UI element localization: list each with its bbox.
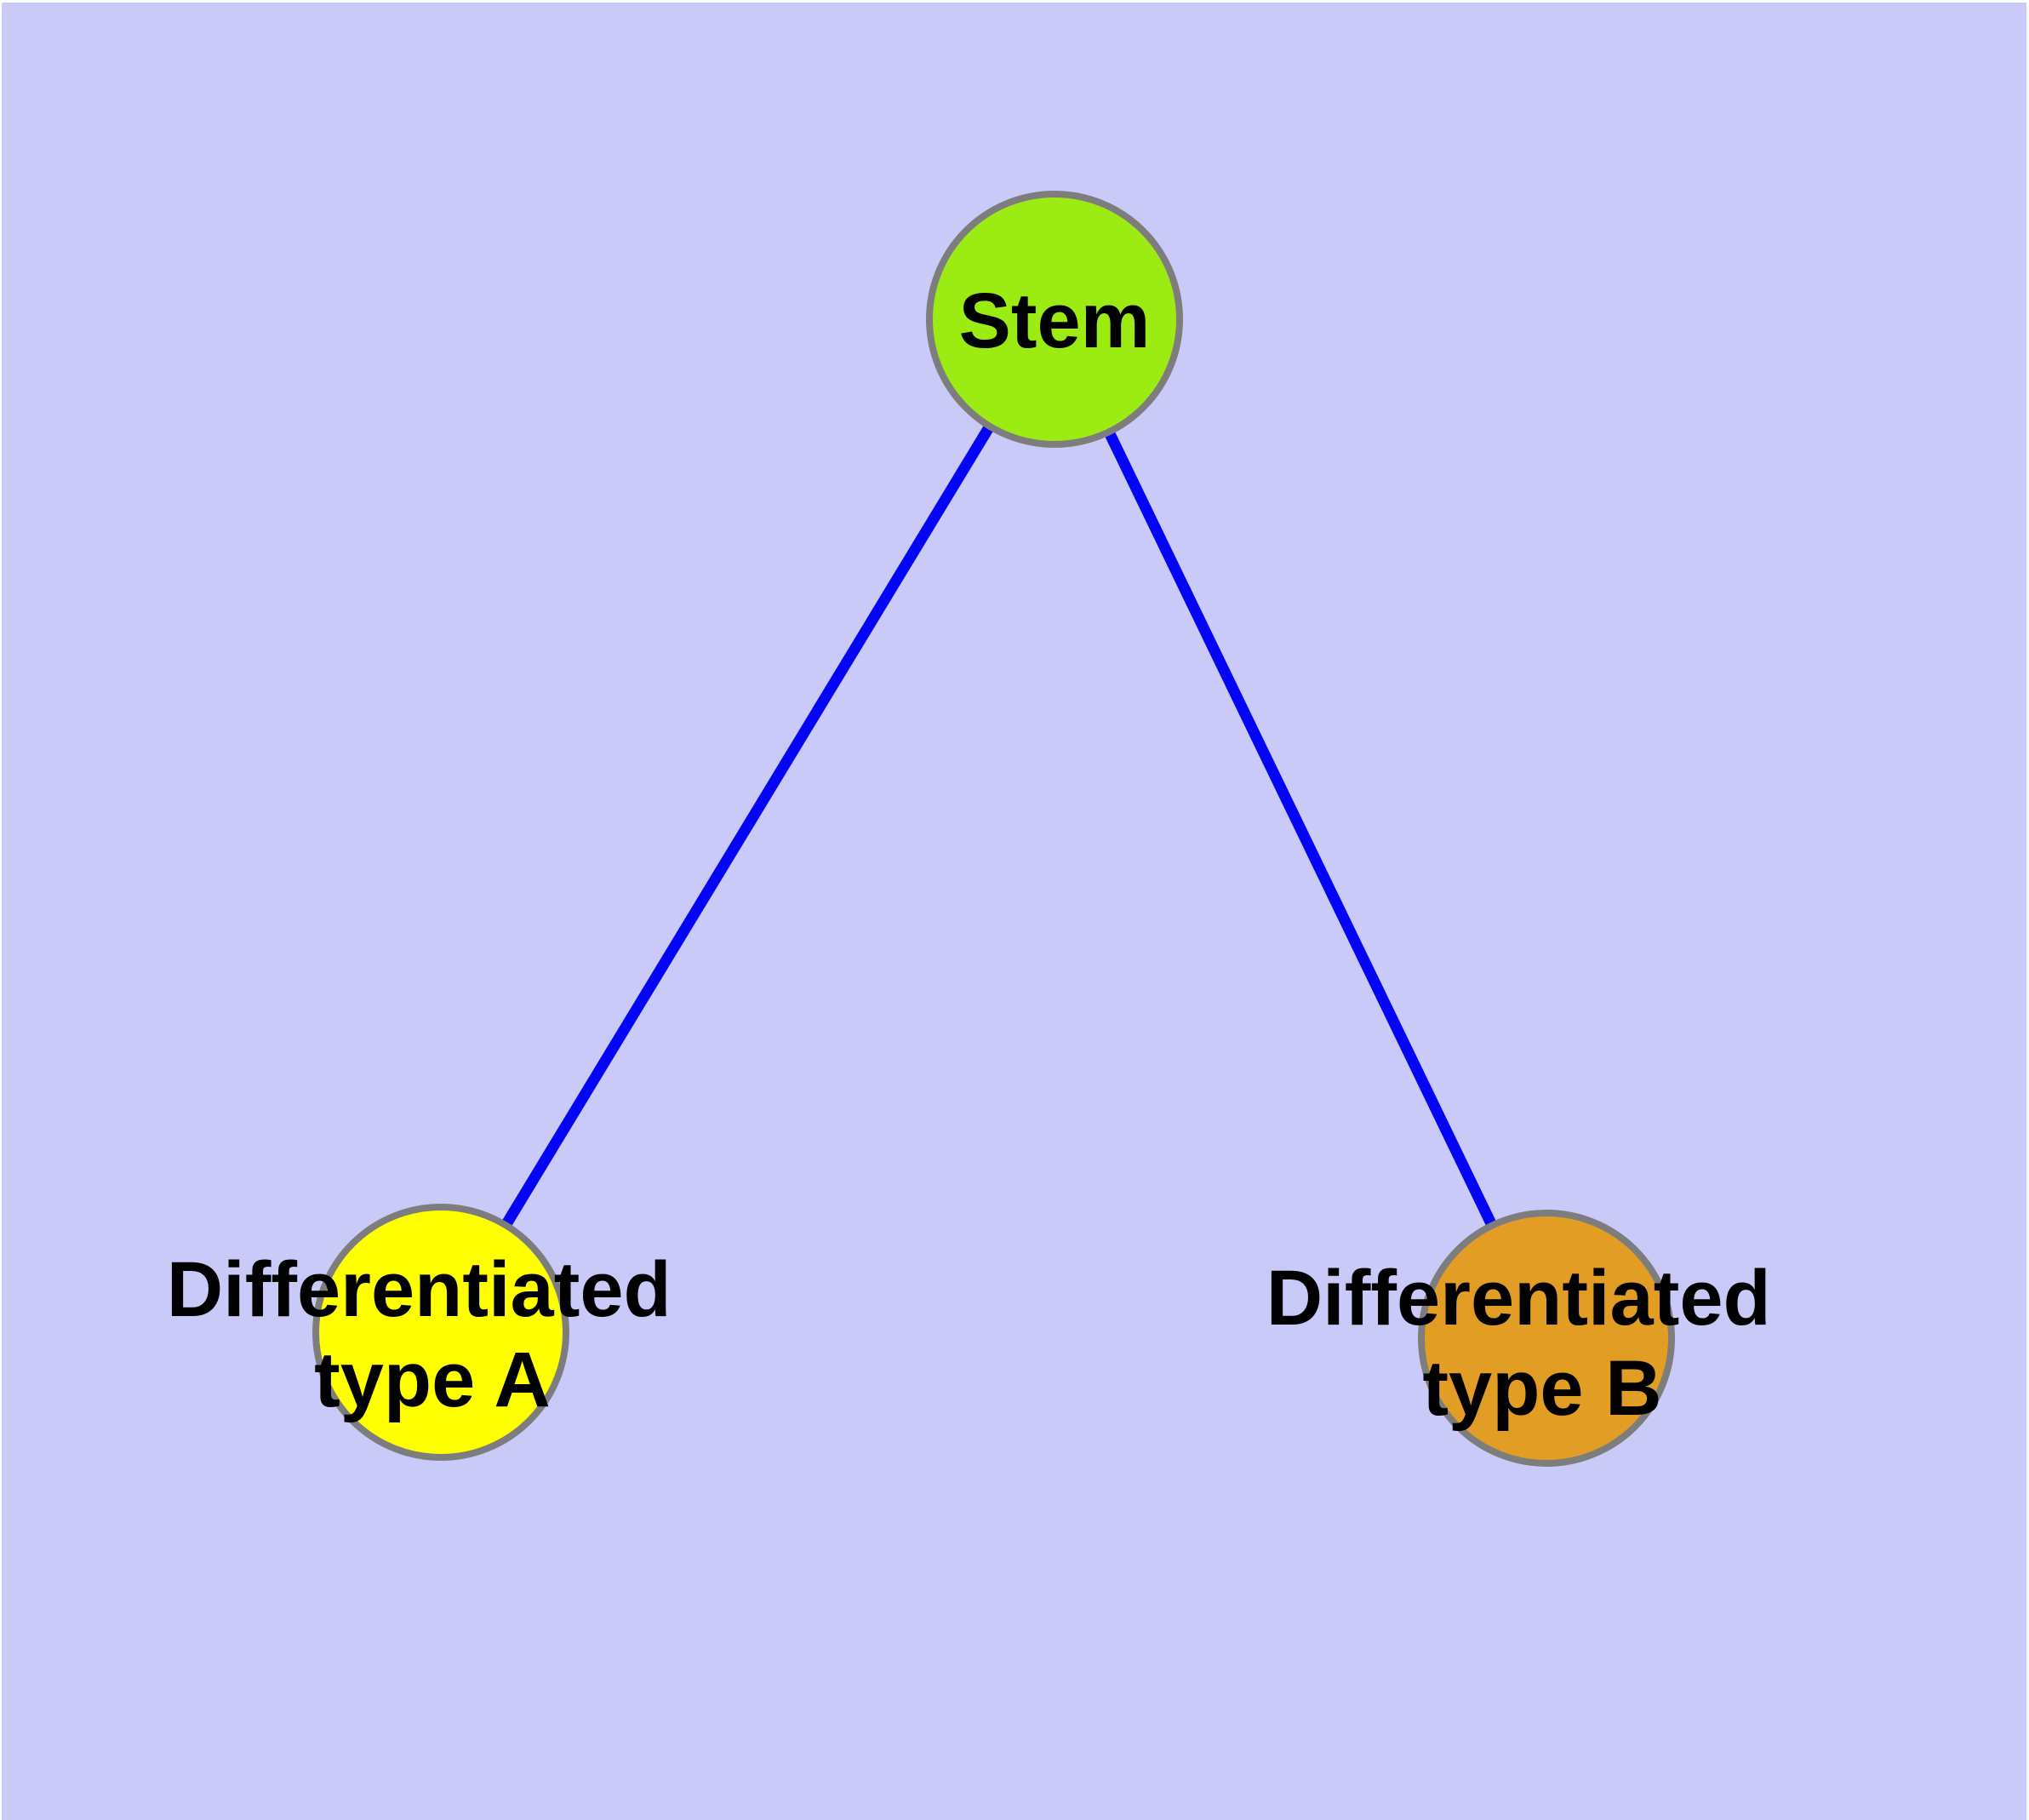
type-b-label-line-2: type B xyxy=(1422,1345,1661,1432)
type-a-node-circle xyxy=(312,1204,569,1461)
type-b-node-label: Differentiated type B xyxy=(1266,1255,1793,1432)
edge-stem-to-type-b xyxy=(1049,317,1552,1341)
type-a-label-line-2: type A xyxy=(314,1336,551,1423)
edge-stem-to-type-a xyxy=(436,316,1060,1336)
stem-node-circle xyxy=(926,191,1183,448)
type-b-node-circle xyxy=(1418,1210,1675,1467)
type-b-label-line-1: Differentiated xyxy=(1266,1255,1771,1342)
type-a-label-line-1: Differentiated xyxy=(167,1246,672,1333)
type-a-node-label: Differentiated type A xyxy=(167,1246,694,1423)
stem-node-label: Stem xyxy=(959,278,1151,364)
